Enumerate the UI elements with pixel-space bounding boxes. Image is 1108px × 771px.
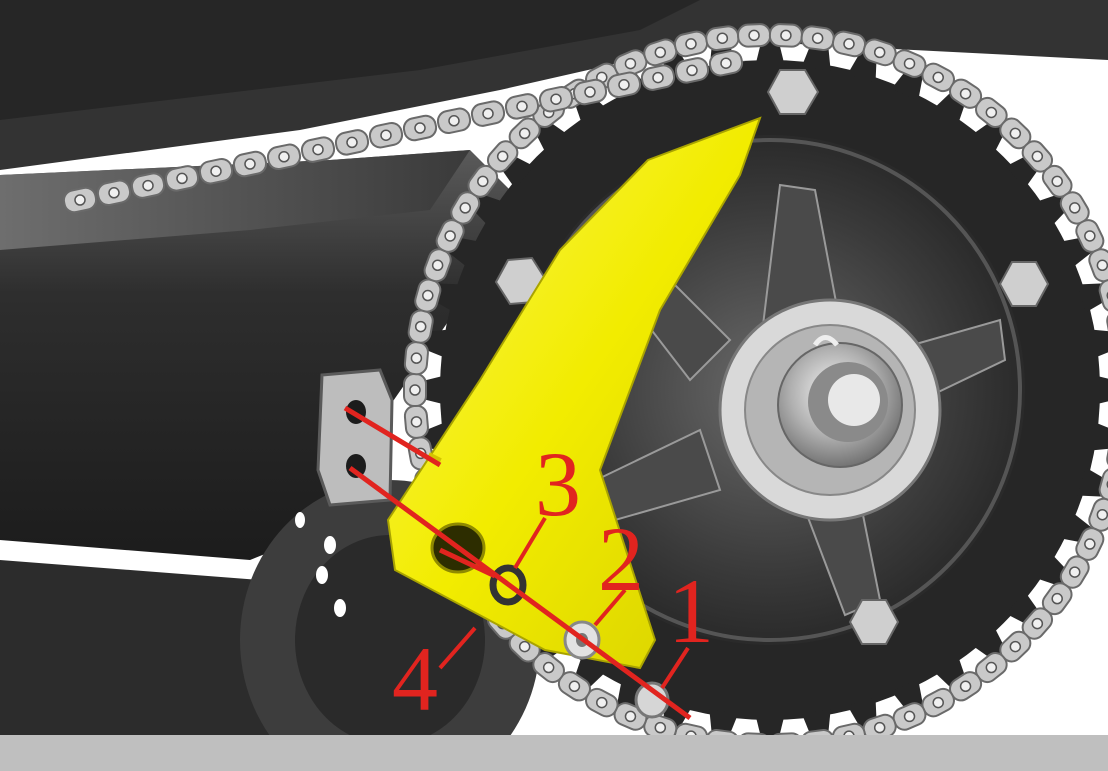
callout-number-3: 3	[535, 433, 581, 535]
chain-link	[404, 341, 429, 375]
chain-link	[800, 25, 835, 51]
callout-number-2: 2	[598, 508, 644, 610]
chain-link	[404, 374, 426, 406]
chain-link	[769, 24, 802, 47]
lower-chain-strip	[0, 735, 1108, 771]
chain-link	[738, 24, 771, 47]
callout-number-4: 4	[392, 628, 438, 730]
axle-bore-inner	[828, 374, 880, 426]
chain-link	[705, 25, 740, 51]
callout-number-1: 1	[668, 560, 714, 662]
mounting-bracket	[318, 370, 392, 505]
chain-link	[404, 405, 429, 439]
